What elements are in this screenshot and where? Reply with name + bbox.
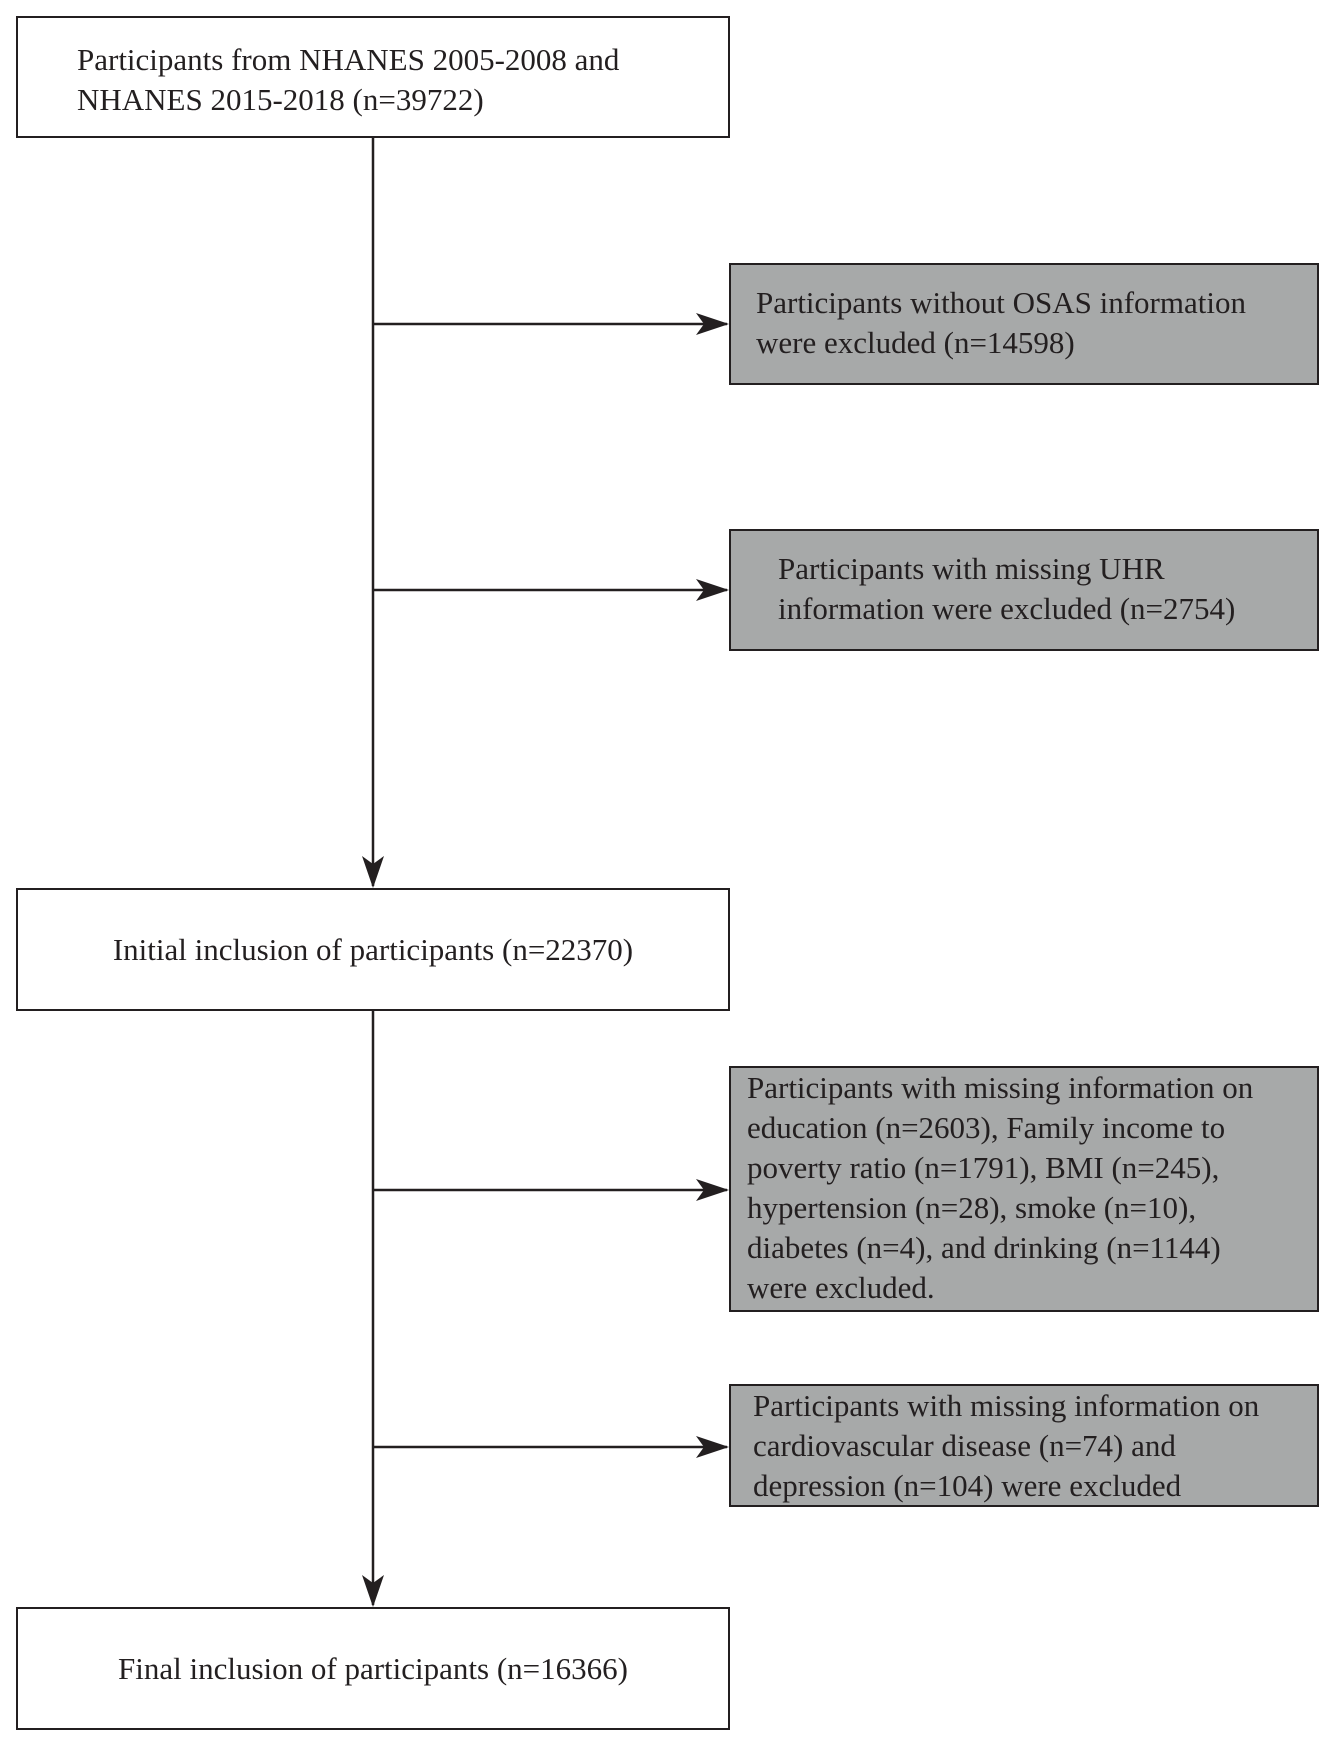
covariate-exclusion-line-5: diabetes (n=4), and drinking (n=1144) bbox=[747, 1230, 1221, 1265]
covariate-exclusion-line-6: were excluded. bbox=[747, 1270, 935, 1305]
arrowhead-final bbox=[362, 1575, 384, 1607]
initial-inclusion-box: Initial inclusion of participants (n=223… bbox=[16, 888, 730, 1011]
outcome-exclusion-line-3: depression (n=104) were excluded bbox=[753, 1468, 1182, 1503]
osas-exclusion-box: Participants without OSAS information we… bbox=[729, 263, 1319, 385]
arrowhead-uhr bbox=[696, 579, 729, 601]
uhr-exclusion-box: Participants with missing UHR informatio… bbox=[729, 529, 1319, 651]
source-line-1: Participants from NHANES 2005-2008 and bbox=[77, 42, 620, 77]
covariate-exclusion-box: Participants with missing information on… bbox=[729, 1066, 1319, 1312]
osas-exclusion-line-1: Participants without OSAS information bbox=[756, 285, 1246, 320]
arrowhead-osas bbox=[696, 313, 729, 335]
outcome-exclusion-line-1: Participants with missing information on bbox=[753, 1388, 1260, 1423]
initial-inclusion-text: Initial inclusion of participants (n=223… bbox=[112, 931, 634, 967]
final-inclusion-box: Final inclusion of participants (n=16366… bbox=[16, 1607, 730, 1730]
arrowhead-covariate bbox=[696, 1179, 729, 1201]
outcome-exclusion-line-2: cardiovascular disease (n=74) and bbox=[753, 1428, 1176, 1463]
osas-exclusion-line-2: were excluded (n=14598) bbox=[756, 325, 1075, 360]
covariate-exclusion-line-4: hypertension (n=28), smoke (n=10), bbox=[747, 1190, 1197, 1225]
final-inclusion-text: Final inclusion of participants (n=16366… bbox=[118, 1650, 628, 1686]
source-line-2: NHANES 2015-2018 (n=39722) bbox=[77, 82, 484, 117]
arrowhead-initial bbox=[362, 856, 384, 888]
source-population-box: Participants from NHANES 2005-2008 and N… bbox=[16, 16, 730, 138]
arrowhead-outcome bbox=[696, 1436, 729, 1458]
covariate-exclusion-line-3: poverty ratio (n=1791), BMI (n=245), bbox=[747, 1150, 1220, 1185]
uhr-exclusion-line-2: information were excluded (n=2754) bbox=[778, 591, 1236, 626]
covariate-exclusion-line-1: Participants with missing information on bbox=[747, 1070, 1254, 1105]
uhr-exclusion-line-1: Participants with missing UHR bbox=[778, 551, 1165, 586]
covariate-exclusion-line-2: education (n=2603), Family income to bbox=[747, 1110, 1226, 1145]
outcome-exclusion-box: Participants with missing information on… bbox=[729, 1384, 1319, 1507]
